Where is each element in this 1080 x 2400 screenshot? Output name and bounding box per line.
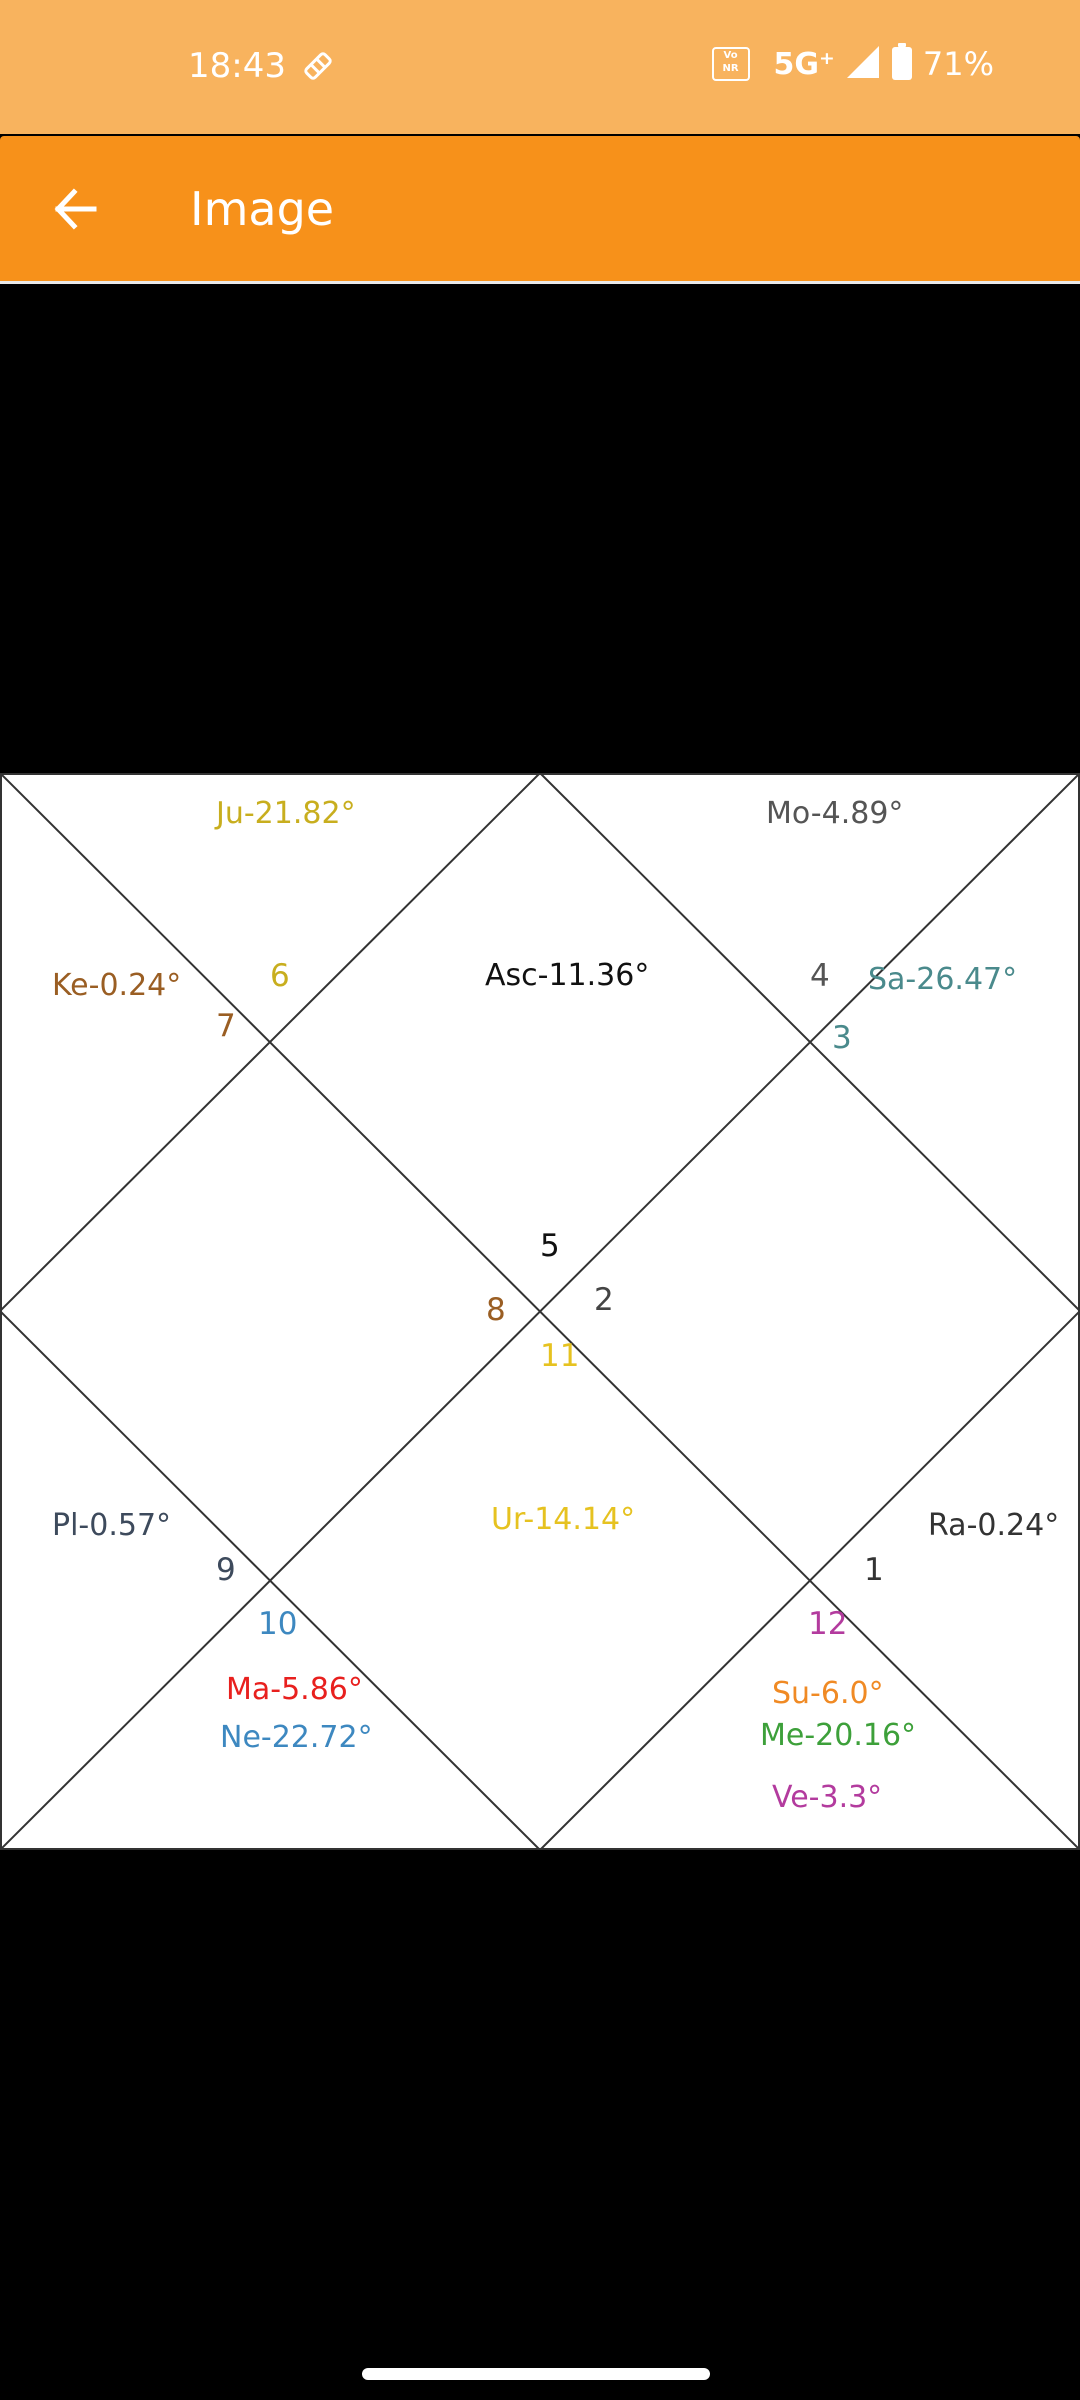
planet-ne: Ne-22.72°: [220, 1720, 373, 1755]
vonr-top: Vo: [723, 50, 738, 61]
planet-pl: Pl-0.57°: [52, 1508, 172, 1543]
data-saver-icon: [300, 48, 336, 84]
house-number: 4: [810, 958, 830, 994]
house-number: 8: [486, 1292, 506, 1328]
network-type: 5G⁺: [773, 46, 835, 82]
house-number: 12: [808, 1606, 848, 1642]
status-time: 18:43: [188, 46, 286, 86]
status-bar: 18:43 Vo NR 5G⁺ 71%: [0, 0, 1080, 134]
status-indicators: Vo NR 5G⁺ 71%: [711, 43, 994, 85]
battery-percent: 71%: [922, 45, 994, 83]
planet-mo: Mo-4.89°: [766, 796, 904, 831]
arrow-left-icon: [54, 188, 97, 230]
home-indicator[interactable]: [362, 2368, 710, 2380]
page-title: Image: [190, 182, 335, 236]
planet-su: Su-6.0°: [772, 1676, 884, 1711]
house-number: 9: [216, 1552, 236, 1588]
house-number: 1: [864, 1552, 884, 1588]
vonr-badge: Vo NR: [711, 47, 750, 81]
planet-ur: Ur-14.14°: [491, 1502, 636, 1537]
chart-lines: [0, 773, 1080, 1850]
planet-me: Me-20.16°: [760, 1718, 917, 1753]
house-number: 3: [832, 1020, 852, 1056]
house-number: 2: [594, 1282, 614, 1318]
planet-ve: Ve-3.3°: [772, 1780, 883, 1815]
planet-ke: Ke-0.24°: [52, 968, 182, 1003]
house-number: 10: [258, 1606, 298, 1642]
house-number: 11: [540, 1338, 580, 1374]
planet-ju: Ju-21.82°: [216, 796, 356, 831]
battery-icon: [891, 43, 913, 85]
planet-sa: Sa-26.47°: [868, 962, 1018, 997]
chart-image[interactable]: Ju-21.82° Mo-4.89° Ke-0.24° Asc-11.36° S…: [0, 773, 1080, 1850]
back-button[interactable]: [40, 174, 110, 244]
vonr-bottom: NR: [722, 63, 739, 74]
planet-ra: Ra-0.24°: [928, 1508, 1060, 1543]
signal-icon: [845, 44, 881, 84]
house-number: 7: [216, 1008, 236, 1044]
planet-asc: Asc-11.36°: [485, 958, 650, 993]
app-bar: Image: [0, 136, 1080, 284]
house-number: 6: [270, 958, 290, 994]
planet-ma: Ma-5.86°: [226, 1672, 363, 1707]
house-number: 5: [540, 1228, 560, 1264]
